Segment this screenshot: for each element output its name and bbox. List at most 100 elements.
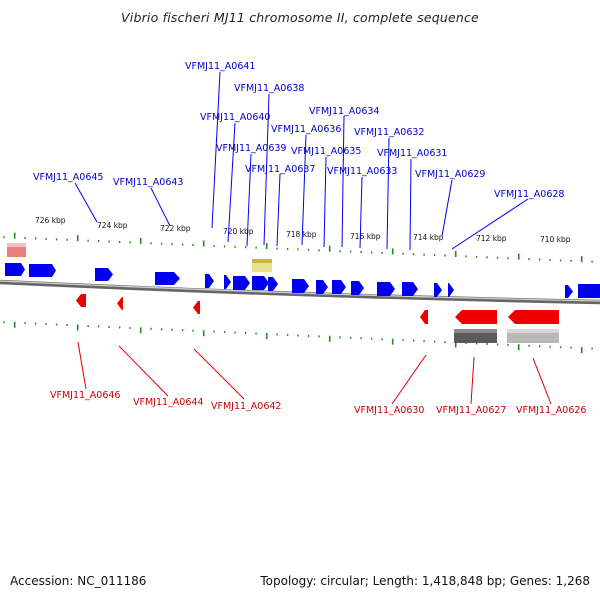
leader-line <box>441 179 453 237</box>
gene-label[interactable]: VFMJ11_A0637 <box>245 164 315 175</box>
gene-label[interactable]: VFMJ11_A0646 <box>50 390 120 401</box>
minor-tick <box>370 337 373 340</box>
minor-tick <box>108 240 110 243</box>
kbp-label: 724 kbp <box>97 221 128 230</box>
gene-label[interactable]: VFMJ11_A0634 <box>309 106 379 117</box>
forward-gene-arrow[interactable] <box>578 284 600 298</box>
minor-tick <box>129 326 131 329</box>
reverse-gene-arrow[interactable] <box>117 297 123 310</box>
gene-label[interactable]: VFMJ11_A0640 <box>200 112 270 123</box>
leader-line <box>301 134 307 246</box>
forward-gene-arrow[interactable] <box>205 274 214 288</box>
minor-tick <box>118 326 121 329</box>
major-tick <box>328 335 331 342</box>
forward-gene-arrow[interactable] <box>5 263 25 276</box>
forward-gene-arrow[interactable] <box>268 277 278 291</box>
forward-gene-arrow[interactable] <box>224 275 231 289</box>
gene-label[interactable]: VFMJ11_A0639 <box>216 143 286 154</box>
gene-label[interactable]: VFMJ11_A0642 <box>211 401 281 412</box>
minor-tick <box>538 258 541 261</box>
forward-gene-arrow[interactable] <box>233 276 250 290</box>
minor-tick <box>370 251 373 254</box>
forward-gene-arrow[interactable] <box>252 276 269 290</box>
minor-tick <box>234 245 236 248</box>
minor-tick <box>433 254 436 257</box>
gene-label[interactable]: VFMJ11_A0629 <box>415 169 485 180</box>
reverse-gene-arrow[interactable] <box>455 310 497 324</box>
feature-box-dark-top <box>454 329 497 333</box>
minor-tick <box>118 241 121 243</box>
gene-label[interactable]: VFMJ11_A0633 <box>327 166 397 177</box>
leader-line <box>263 93 270 246</box>
gene-label[interactable]: VFMJ11_A0628 <box>494 189 564 200</box>
kbp-label: 722 kbp <box>160 224 191 233</box>
leader-line <box>341 115 345 248</box>
minor-tick <box>496 256 499 259</box>
reverse-leader-lines <box>77 341 552 405</box>
forward-gene-arrow[interactable] <box>351 281 364 295</box>
minor-tick <box>349 250 352 253</box>
reverse-gene-arrow[interactable] <box>193 301 200 314</box>
major-tick <box>76 235 79 242</box>
gene-label[interactable]: VFMJ11_A0638 <box>234 83 304 94</box>
forward-gene-arrow[interactable] <box>565 285 573 298</box>
gene-label[interactable]: VFMJ11_A0630 <box>354 405 424 416</box>
gene-label[interactable]: VFMJ11_A0635 <box>291 146 361 157</box>
gene-label[interactable]: VFMJ11_A0643 <box>113 177 183 188</box>
minor-tick <box>223 245 226 248</box>
reverse-gene-labels: VFMJ11_A0646 VFMJ11_A0644 VFMJ11_A0642 V… <box>50 390 586 416</box>
minor-tick <box>223 331 226 334</box>
gene-label[interactable]: VFMJ11_A0644 <box>133 397 203 408</box>
forward-gene-arrow[interactable] <box>316 280 328 294</box>
reverse-gene-arrow[interactable] <box>420 310 428 324</box>
gene-label[interactable]: VFMJ11_A0632 <box>354 127 424 138</box>
feature-box-yellow-top <box>252 259 272 263</box>
forward-gene-arrow[interactable] <box>434 283 442 297</box>
major-tick <box>265 243 268 250</box>
forward-gene-arrow[interactable] <box>332 280 346 294</box>
minor-tick <box>108 325 110 328</box>
forward-gene-arrow[interactable] <box>377 282 395 296</box>
forward-gene-arrow[interactable] <box>448 283 454 297</box>
reverse-gene-arrow[interactable] <box>76 294 86 307</box>
gene-label[interactable]: VFMJ11_A0645 <box>33 172 103 183</box>
reverse-gene-arrow[interactable] <box>508 310 559 324</box>
minor-tick <box>528 258 530 260</box>
minor-tick <box>444 341 446 343</box>
minor-tick <box>549 258 551 261</box>
minor-tick <box>423 340 425 343</box>
minor-tick <box>286 333 289 336</box>
kbp-label: 714 kbp <box>413 233 444 242</box>
forward-gene-arrow[interactable] <box>155 272 180 285</box>
minor-tick <box>24 237 26 239</box>
minor-tick <box>307 248 310 251</box>
major-tick <box>202 330 205 337</box>
leader-line <box>118 345 169 397</box>
minor-tick <box>255 332 257 335</box>
leader-line <box>211 71 221 229</box>
gene-label[interactable]: VFMJ11_A0631 <box>377 148 447 159</box>
major-tick <box>517 253 520 260</box>
minor-tick <box>34 322 37 325</box>
forward-gene-arrow[interactable] <box>29 264 56 277</box>
forward-gene-arrow[interactable] <box>292 279 309 293</box>
gene-label[interactable]: VFMJ11_A0627 <box>436 405 506 416</box>
minor-tick <box>160 242 163 245</box>
forward-gene-arrow[interactable] <box>95 268 113 281</box>
leader-line <box>77 341 87 390</box>
minor-tick <box>402 339 404 342</box>
gene-label[interactable]: VFMJ11_A0641 <box>185 61 255 72</box>
minor-tick <box>244 246 247 249</box>
kbp-label: 720 kbp <box>223 227 254 236</box>
gene-label[interactable]: VFMJ11_A0626 <box>516 405 586 416</box>
minor-tick <box>559 346 562 349</box>
minor-tick <box>55 238 58 241</box>
forward-gene-arrow[interactable] <box>402 282 418 296</box>
major-tick <box>391 338 394 345</box>
kbp-label: 716 kbp <box>350 232 381 241</box>
gene-label[interactable]: VFMJ11_A0636 <box>271 124 341 135</box>
feature-box-pink-top <box>7 243 26 247</box>
minor-tick <box>150 242 152 245</box>
minor-tick <box>496 343 499 346</box>
